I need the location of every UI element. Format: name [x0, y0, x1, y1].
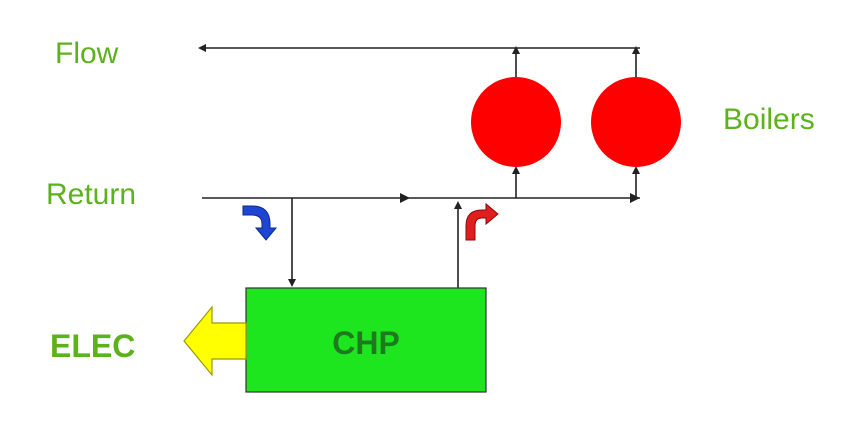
return-direction-arrow — [400, 193, 410, 203]
return-bend-arrow-icon — [242, 205, 278, 241]
boiler-2 — [591, 77, 681, 167]
return-end-arrow — [630, 193, 640, 203]
boiler-1 — [471, 77, 561, 167]
elec-label: ELEC — [50, 328, 135, 364]
elec-arrow-icon — [183, 305, 247, 377]
return-label: Return — [46, 178, 136, 211]
chp-label: CHP — [332, 325, 400, 361]
boilers-label: Boilers — [723, 103, 815, 136]
flow-bend-arrow-icon — [465, 202, 499, 241]
flow-label: Flow — [55, 37, 119, 70]
